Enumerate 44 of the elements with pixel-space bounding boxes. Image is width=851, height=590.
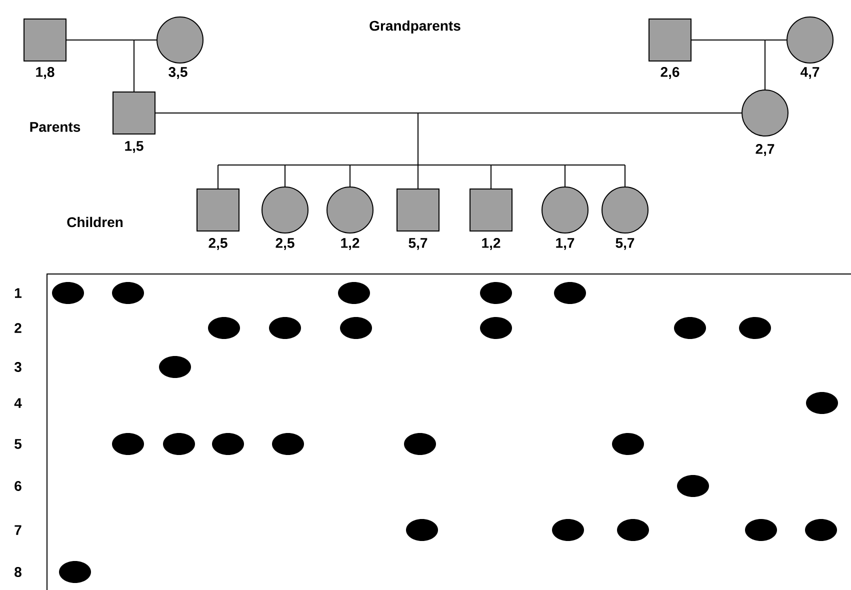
genotype-label: 5,7 [616, 238, 634, 250]
genotype-label: 1,2 [341, 238, 360, 250]
genotype-label: 1,2 [482, 238, 500, 250]
female-circle [786, 16, 834, 64]
genotype-label: 5,7 [408, 238, 428, 250]
female-circle [742, 90, 788, 136]
row-number: 1 [15, 288, 22, 298]
male-square [648, 18, 692, 62]
descent-line [564, 164, 566, 187]
generation-label: Children [67, 216, 123, 228]
male-square [24, 18, 66, 62]
row-number: 4 [14, 398, 22, 408]
genotype-label: 2,5 [276, 238, 294, 250]
female-circle [262, 186, 308, 234]
genotype-label: 3,5 [168, 67, 188, 79]
male-square [196, 188, 240, 232]
genotype-label: 2,6 [660, 67, 680, 79]
genotype-label: 2,7 [756, 144, 774, 156]
sibship-line [218, 112, 626, 166]
descent-line [284, 164, 286, 187]
genotype-label: 4,7 [800, 67, 820, 79]
generation-label: Parents [30, 122, 80, 132]
genotype-label: 1,7 [556, 238, 574, 250]
row-number: 5 [14, 439, 22, 449]
genotype-label: 2,5 [208, 238, 228, 250]
female-circle [156, 16, 204, 64]
row-number: 2 [14, 323, 22, 333]
marriage-line [155, 112, 742, 114]
row-number: 7 [14, 525, 22, 535]
generation-label: Grandparents [370, 20, 460, 34]
female-circle [542, 186, 588, 234]
row-number: 8 [14, 567, 22, 577]
genotype-label: 1,8 [36, 67, 54, 79]
descent-line [624, 164, 626, 187]
male-square [396, 188, 440, 232]
row-number: 3 [14, 362, 22, 372]
descent-line [764, 40, 766, 90]
genotype-label: 1,5 [125, 141, 144, 153]
male-square [112, 92, 156, 134]
male-square [470, 188, 512, 232]
row-number: 6 [14, 481, 22, 491]
female-circle [326, 186, 374, 234]
female-circle [602, 186, 648, 234]
descent-line [490, 164, 492, 189]
